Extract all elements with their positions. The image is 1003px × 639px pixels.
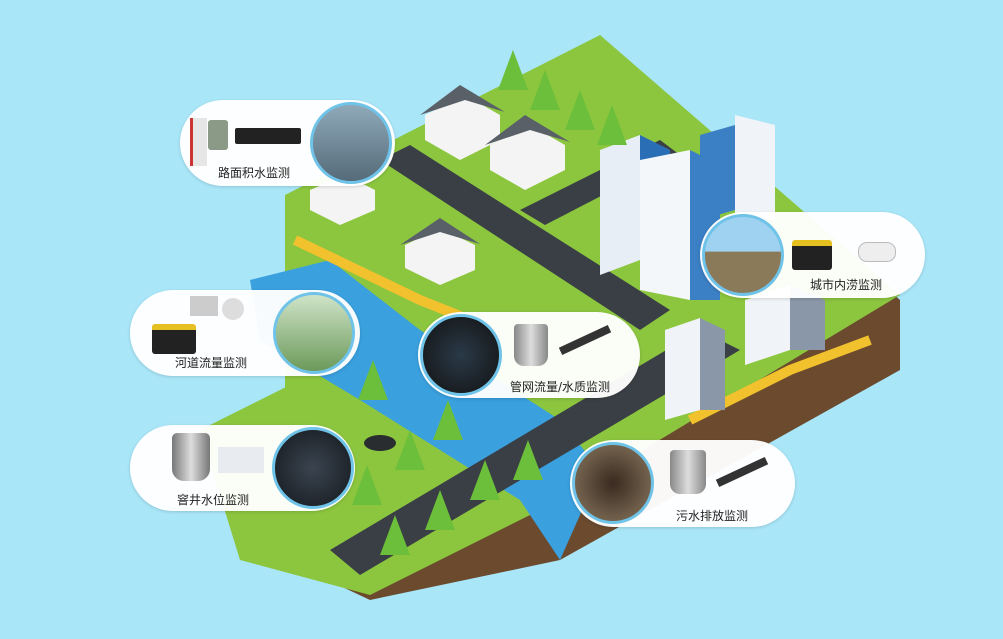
water-quality-probe-icon — [558, 324, 612, 356]
gauge-pole-icon — [190, 118, 207, 166]
flood-photo — [702, 214, 784, 296]
trees — [352, 50, 627, 555]
callout-label: 河道流量监测 — [175, 356, 248, 370]
led-display-icon — [235, 128, 301, 144]
camera-icon — [222, 298, 244, 320]
sewage-outfall-photo — [572, 442, 654, 524]
river-photo — [273, 292, 355, 374]
callout-manhole-level[interactable]: 窨井水位监测 — [130, 425, 355, 511]
level-sensor-icon — [670, 450, 706, 494]
callout-road-waterlogging[interactable]: 路面积水监测 — [180, 100, 395, 186]
road-water-photo — [310, 102, 392, 184]
radar-icon — [190, 296, 218, 316]
sensor-icon — [208, 120, 228, 150]
level-sensor-icon — [514, 324, 548, 366]
manhole-photo — [272, 427, 354, 509]
callout-river-flow[interactable]: 河道流量监测 — [130, 290, 360, 376]
callout-label: 管网流量/水质监测 — [510, 380, 611, 394]
houses — [310, 85, 570, 285]
skyscrapers — [600, 115, 825, 420]
callout-sewage-discharge[interactable]: 污水排放监测 — [570, 440, 795, 527]
callout-label: 城市内涝监测 — [810, 278, 883, 292]
callout-label: 污水排放监测 — [676, 509, 749, 523]
road-diagonal — [380, 145, 670, 330]
riverbank-grass — [200, 360, 560, 595]
callout-label: 窨井水位监测 — [177, 493, 250, 507]
radar-bracket-icon — [218, 447, 264, 473]
manhole — [364, 435, 396, 451]
controller-icon — [792, 240, 832, 270]
controller-icon — [152, 324, 196, 354]
pipe-photo — [420, 314, 502, 396]
callout-urban-flooding[interactable]: 城市内涝监测 — [700, 212, 925, 298]
camera-icon — [858, 242, 896, 262]
water-quality-probe-icon — [715, 456, 769, 488]
level-sensor-icon — [172, 433, 210, 481]
callout-pipe-network[interactable]: 管网流量/水质监测 — [418, 312, 640, 398]
callout-label: 路面积水监测 — [218, 166, 291, 180]
